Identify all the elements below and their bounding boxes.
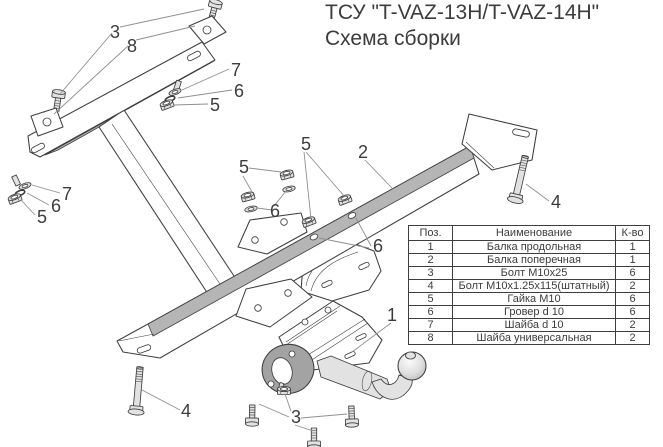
nut-bottom	[277, 382, 291, 395]
table-row: 6 Гровер d 10 6	[408, 305, 650, 319]
cell-pos: 3	[408, 266, 453, 280]
cell-name: Болт М10х25	[452, 266, 616, 280]
header-qty: К-во	[615, 225, 650, 241]
cell-pos: 7	[408, 318, 453, 332]
cell-name: Гровер d 10	[452, 305, 616, 319]
cell-qty: 2	[615, 331, 650, 345]
cell-name: Шайба универсальная	[452, 331, 616, 345]
cell-pos: 8	[408, 331, 453, 345]
callout-6c: 6	[270, 201, 280, 221]
callout-5c: 5	[239, 157, 249, 177]
cell-name: Балка поперечная	[452, 253, 616, 267]
cell-qty: 1	[615, 253, 650, 267]
callout-6a: 6	[234, 81, 244, 101]
cell-pos: 5	[408, 292, 453, 306]
universal-washer-top	[188, 15, 227, 45]
callout-8: 8	[127, 36, 137, 56]
cell-qty: 6	[615, 292, 650, 306]
mount-plate-lower	[235, 278, 313, 328]
round-mount-plate	[261, 343, 315, 395]
callout-7a: 7	[231, 60, 241, 80]
cell-qty: 6	[615, 305, 650, 319]
bolt-left	[51, 89, 66, 112]
callout-6d: 6	[373, 236, 383, 256]
callout-5a: 5	[210, 95, 220, 115]
callout-5d: 5	[301, 134, 311, 154]
callout-2: 2	[358, 142, 368, 162]
cell-qty: 6	[615, 266, 650, 280]
callout-3a: 3	[110, 22, 120, 42]
header-name: Наименование	[452, 225, 616, 241]
stack-left	[7, 174, 32, 205]
bolt-bottom-left	[245, 404, 260, 427]
cell-name: Балка продольная	[452, 240, 616, 254]
title-line-1: ТСУ "T-VAZ-13H/T-VAZ-14H"	[325, 1, 600, 24]
cell-pos: 6	[408, 305, 453, 319]
cell-qty: 2	[615, 279, 650, 293]
cell-pos: 4	[408, 279, 453, 293]
cell-name: Болт М10х1.25х115(штатный)	[452, 279, 616, 293]
cell-name: Гайка М10	[452, 292, 616, 306]
callout-7b: 7	[62, 184, 72, 204]
bolt-bottom-mid	[307, 427, 321, 447]
callout-labels: 3 8 7 6 5 7 6 5 5 6 5 2 6 4 1 4 3	[37, 22, 561, 427]
nut-washer-mid-left	[240, 169, 296, 213]
bolt-bottom-right	[344, 405, 359, 428]
cell-name: Шайба d 10	[452, 318, 616, 332]
long-bolt-left	[127, 366, 145, 416]
nuts-on-beam	[301, 194, 353, 228]
stack-top	[159, 79, 182, 111]
leader-lines	[20, 8, 550, 432]
callout-4b: 4	[181, 401, 191, 421]
table-header-row: Поз. Наименование К-во	[408, 225, 650, 241]
table-row: 5 Гайка М10 6	[408, 292, 650, 306]
callout-5b: 5	[37, 207, 47, 227]
table-row: 1 Балка продольная 1	[408, 240, 650, 254]
longitudinal-beam-top	[27, 41, 237, 298]
tow-ball-arm	[316, 351, 427, 400]
table-row: 3 Болт М10х25 6	[408, 266, 650, 280]
header-pos: Поз.	[408, 225, 453, 241]
universal-washer-left	[30, 107, 64, 137]
table-row: 2 Балка поперечная 1	[408, 253, 650, 267]
drawing-title: ТСУ "T-VAZ-13H/T-VAZ-14H" Схема сборки	[325, 0, 599, 52]
bolt-top	[207, 0, 223, 22]
long-bolt-right	[506, 155, 529, 204]
cross-beam	[116, 145, 480, 359]
callout-3b: 3	[291, 407, 301, 427]
title-line-2: Схема сборки	[325, 27, 461, 50]
cell-pos: 2	[408, 253, 453, 267]
callout-6b: 6	[51, 196, 61, 216]
table-row: 4 Болт М10х1.25х115(штатный) 2	[408, 279, 650, 293]
parts-table: Поз. Наименование К-во 1 Балка продольна…	[408, 225, 650, 345]
table-row: 8 Шайба универсальная 2	[408, 331, 650, 345]
cell-pos: 1	[408, 240, 453, 254]
cross-beam-end-plate	[461, 113, 538, 171]
callout-4a: 4	[551, 192, 561, 212]
cell-qty: 2	[615, 318, 650, 332]
cell-qty: 1	[615, 240, 650, 254]
table-row: 7 Шайба d 10 2	[408, 318, 650, 332]
callout-1: 1	[387, 305, 397, 325]
